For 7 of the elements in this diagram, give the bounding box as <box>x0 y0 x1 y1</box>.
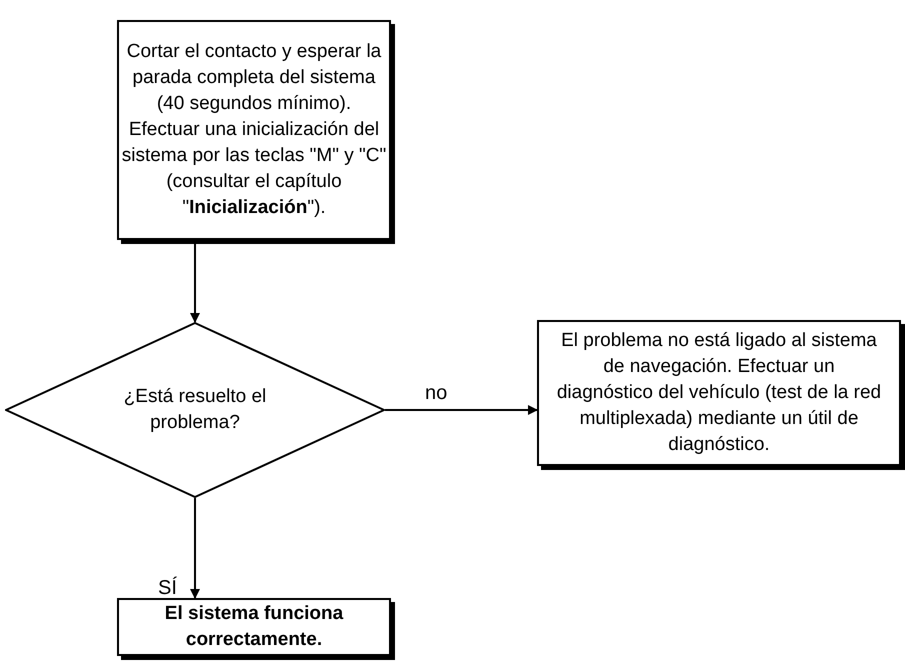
step-text: El problema no está ligado al sistema de navegación. Efectuar un diagnóstico del vehículo (test de la red multiplexada) mediante un útil de diagnóstico. <box>556 329 882 457</box>
arrow <box>385 405 538 415</box>
step-text: Cortar el contacto y esperar la parada completa del sistema (40 segundos mínimo). Efectuar una inicialización del sistema por las teclas "M" y "C" (consultar el capítulo "Inicialización"). <box>120 40 388 220</box>
question-text: ¿Está resuelto el problema? <box>122 385 268 435</box>
step-text: El sistema funciona correctamente. <box>164 602 344 652</box>
arrow <box>190 498 200 599</box>
decision-diamond <box>5 322 385 498</box>
